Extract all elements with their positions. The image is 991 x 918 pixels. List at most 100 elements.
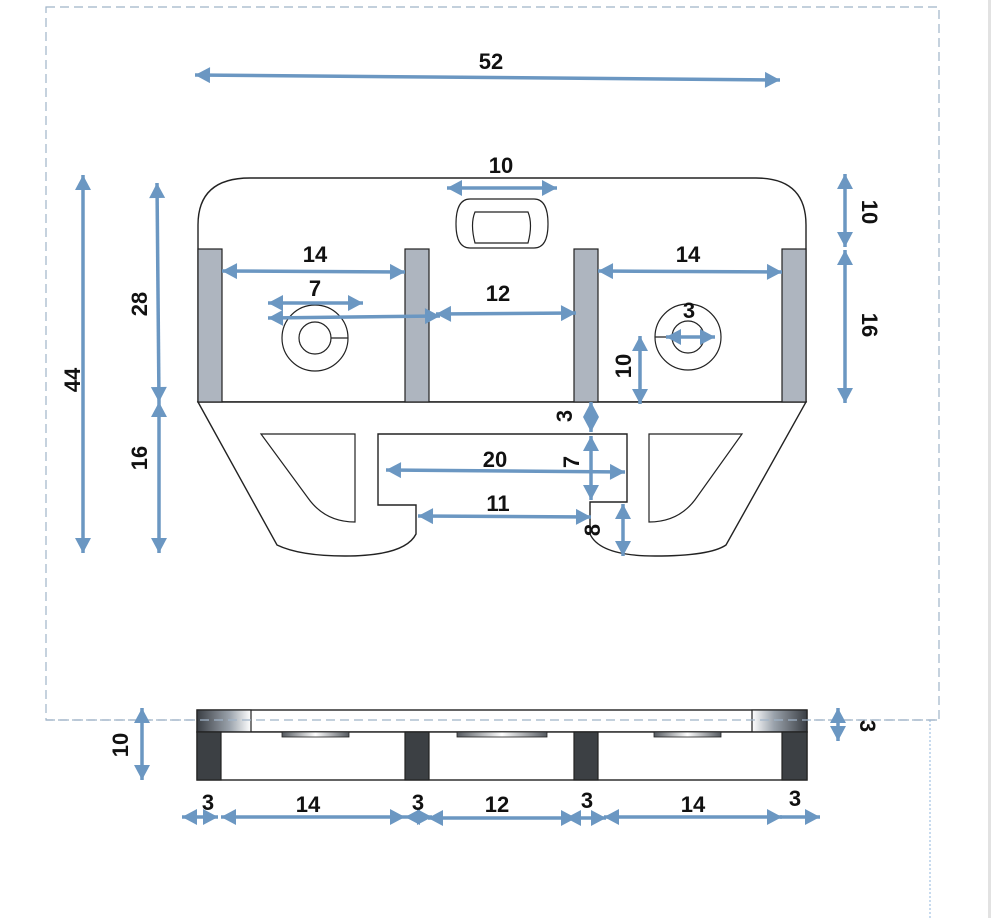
dim-label-hole-offset: 7: [309, 276, 321, 301]
side-dim-label-wall-mid-right: 3: [581, 788, 593, 813]
dim-label-slot-width: 10: [489, 153, 513, 178]
part-outline-bottom: [196, 401, 808, 557]
side-wall-mid-right: [573, 731, 599, 781]
dim-overall-width: [194, 73, 781, 82]
dim-label-right-pocket-height: 16: [857, 313, 882, 337]
side-top-left-shade: [196, 709, 252, 733]
arrowhead: [615, 504, 631, 519]
side-recess-right: [653, 731, 722, 738]
side-wall-mid-left: [404, 731, 430, 781]
dim-upper-height: [155, 182, 161, 403]
arrowhead: [389, 263, 405, 280]
arrowhead: [75, 175, 91, 190]
side-recess-left: [281, 731, 350, 738]
post-mid-left: [404, 248, 430, 403]
arrowhead: [221, 809, 236, 825]
arrowhead: [268, 295, 283, 311]
dim-label-slot-depth: 7: [559, 456, 584, 468]
dim-label-lower-height: 16: [127, 446, 152, 470]
arrowhead: [447, 180, 462, 196]
arrowhead: [583, 485, 599, 500]
arrowhead: [583, 436, 599, 451]
dim-label-right-top-height: 10: [857, 200, 882, 224]
arrowhead: [837, 250, 853, 265]
arrowhead: [348, 295, 363, 311]
dim-right-pocket: [597, 269, 783, 274]
arrowhead: [268, 309, 284, 326]
arrowhead: [203, 809, 218, 825]
dim-label-left-pocket: 14: [303, 242, 328, 267]
arrowhead: [417, 809, 432, 825]
arrowhead: [632, 336, 648, 351]
slot-outer: [455, 198, 549, 249]
side-dim-label-center-gap: 12: [485, 792, 509, 817]
arrowhead: [583, 417, 599, 432]
arrowhead: [700, 329, 715, 345]
left-cutout: [259, 433, 356, 523]
dim-label-overall-height: 44: [60, 367, 85, 392]
side-dim-label-wall-right: 3: [789, 786, 801, 811]
arrowhead: [182, 809, 197, 825]
arrowhead: [766, 263, 782, 280]
dim-label-hook-height: 8: [580, 524, 605, 536]
arrowhead: [150, 386, 167, 402]
right-cutout: [648, 433, 744, 523]
arrowhead: [615, 541, 631, 556]
arrowhead: [830, 726, 846, 741]
arrowhead: [837, 174, 853, 189]
side-dim-label-wall-mid-left: 3: [412, 790, 424, 815]
side-dim-label-pocket-left: 14: [296, 792, 321, 817]
side-dim-label-height: 10: [108, 733, 133, 757]
side-body: [196, 731, 808, 781]
arrowhead: [134, 765, 150, 780]
arrowhead: [837, 232, 853, 247]
dim-label-rib-thickness: 3: [552, 410, 577, 422]
arrowhead: [575, 508, 591, 525]
side-dim-label-wall-left: 3: [202, 790, 214, 815]
dim-label-inner-slot-width: 20: [483, 447, 507, 472]
post-mid-right: [573, 248, 599, 403]
side-wall-left: [196, 731, 222, 781]
side-dim-label-top-thickness: 3: [855, 720, 880, 732]
part-outline-top: [197, 177, 807, 403]
post-left: [197, 248, 223, 403]
arrowhead: [764, 71, 780, 88]
dim-label-right-pocket: 14: [676, 242, 701, 267]
page-edge: [988, 0, 991, 918]
arrowhead: [151, 538, 167, 553]
side-view: [46, 709, 939, 781]
dim-inner-slot-width: [385, 468, 626, 474]
view-frame: [45, 6, 940, 721]
dim-label-hole-diameter: 3: [683, 298, 695, 323]
arrowhead: [418, 508, 434, 525]
arrowhead: [195, 67, 211, 84]
post-right: [781, 248, 807, 403]
arrowhead: [583, 402, 599, 417]
arrowhead: [560, 305, 576, 322]
arrowhead: [837, 388, 853, 403]
dim-center-gap-right: [435, 311, 577, 316]
arrowhead: [666, 329, 681, 345]
arrowhead: [767, 809, 782, 825]
arrowhead: [405, 809, 420, 825]
side-top-plate: [196, 709, 808, 733]
arrowhead: [151, 402, 167, 417]
dim-label-hole-height: 10: [611, 354, 636, 378]
dim-left-pocket: [221, 269, 406, 274]
dim-label-upper-height: 28: [127, 292, 152, 316]
side-wall-right: [781, 731, 808, 781]
arrowhead: [542, 180, 557, 196]
arrowhead: [75, 538, 91, 553]
arrowhead: [222, 263, 238, 280]
side-dim-label-pocket-right: 14: [681, 792, 706, 817]
arrowhead: [424, 308, 440, 325]
arrowhead: [591, 810, 606, 826]
dim-label-center-gap: 12: [486, 281, 510, 306]
arrowhead: [149, 183, 166, 199]
dimension-arrows: [75, 67, 853, 826]
side-top-right-shade: [751, 709, 808, 733]
arrowhead: [632, 389, 648, 404]
dim-lower-opening: [417, 514, 592, 519]
arrowhead: [805, 809, 820, 825]
